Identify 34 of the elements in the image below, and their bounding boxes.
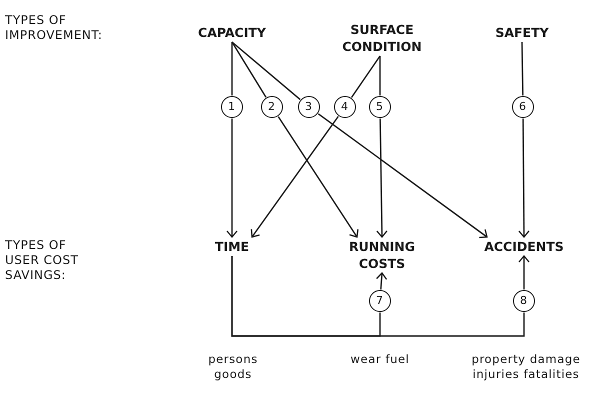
- arrow: [376, 118, 388, 238]
- numbered-circle: 7: [368, 290, 390, 312]
- row-heading: TYPES OF IMPROVEMENT:: [5, 13, 104, 43]
- category-label: SAFETY: [482, 24, 562, 41]
- numbered-circle: 8: [512, 290, 534, 312]
- category-label: SURFACE CONDITION: [327, 21, 437, 55]
- numbered-circle: 4: [334, 96, 356, 118]
- connector-line: [232, 41, 301, 100]
- numbered-circle: 2: [260, 96, 282, 118]
- arrow: [376, 272, 388, 290]
- arrow: [318, 113, 488, 238]
- arrow: [250, 116, 339, 238]
- category-label: TIME: [207, 238, 257, 255]
- numbered-circle: 6: [512, 96, 534, 118]
- note-text: property damage injuries fatalities: [470, 352, 582, 382]
- arrow: [226, 118, 238, 238]
- numbered-circle: 3: [298, 96, 320, 118]
- note-text: persons goods: [207, 352, 259, 382]
- connector-line: [231, 42, 267, 98]
- connector-line: [231, 42, 233, 96]
- connector-line: [521, 42, 524, 96]
- category-label: ACCIDENTS: [469, 238, 579, 255]
- connector-line: [379, 56, 381, 96]
- category-label: CAPACITY: [182, 24, 282, 41]
- row-heading: TYPES OF USER COST SAVINGS:: [5, 238, 80, 283]
- connector-line: [231, 256, 525, 337]
- connector-line: [350, 56, 381, 98]
- arrow: [278, 116, 359, 238]
- category-label: RUNNING COSTS: [337, 238, 427, 272]
- arrow: [518, 118, 530, 238]
- note-text: wear fuel: [350, 352, 410, 367]
- arrow: [518, 255, 530, 290]
- numbered-circle: 5: [368, 96, 390, 118]
- numbered-circle: 1: [220, 96, 242, 118]
